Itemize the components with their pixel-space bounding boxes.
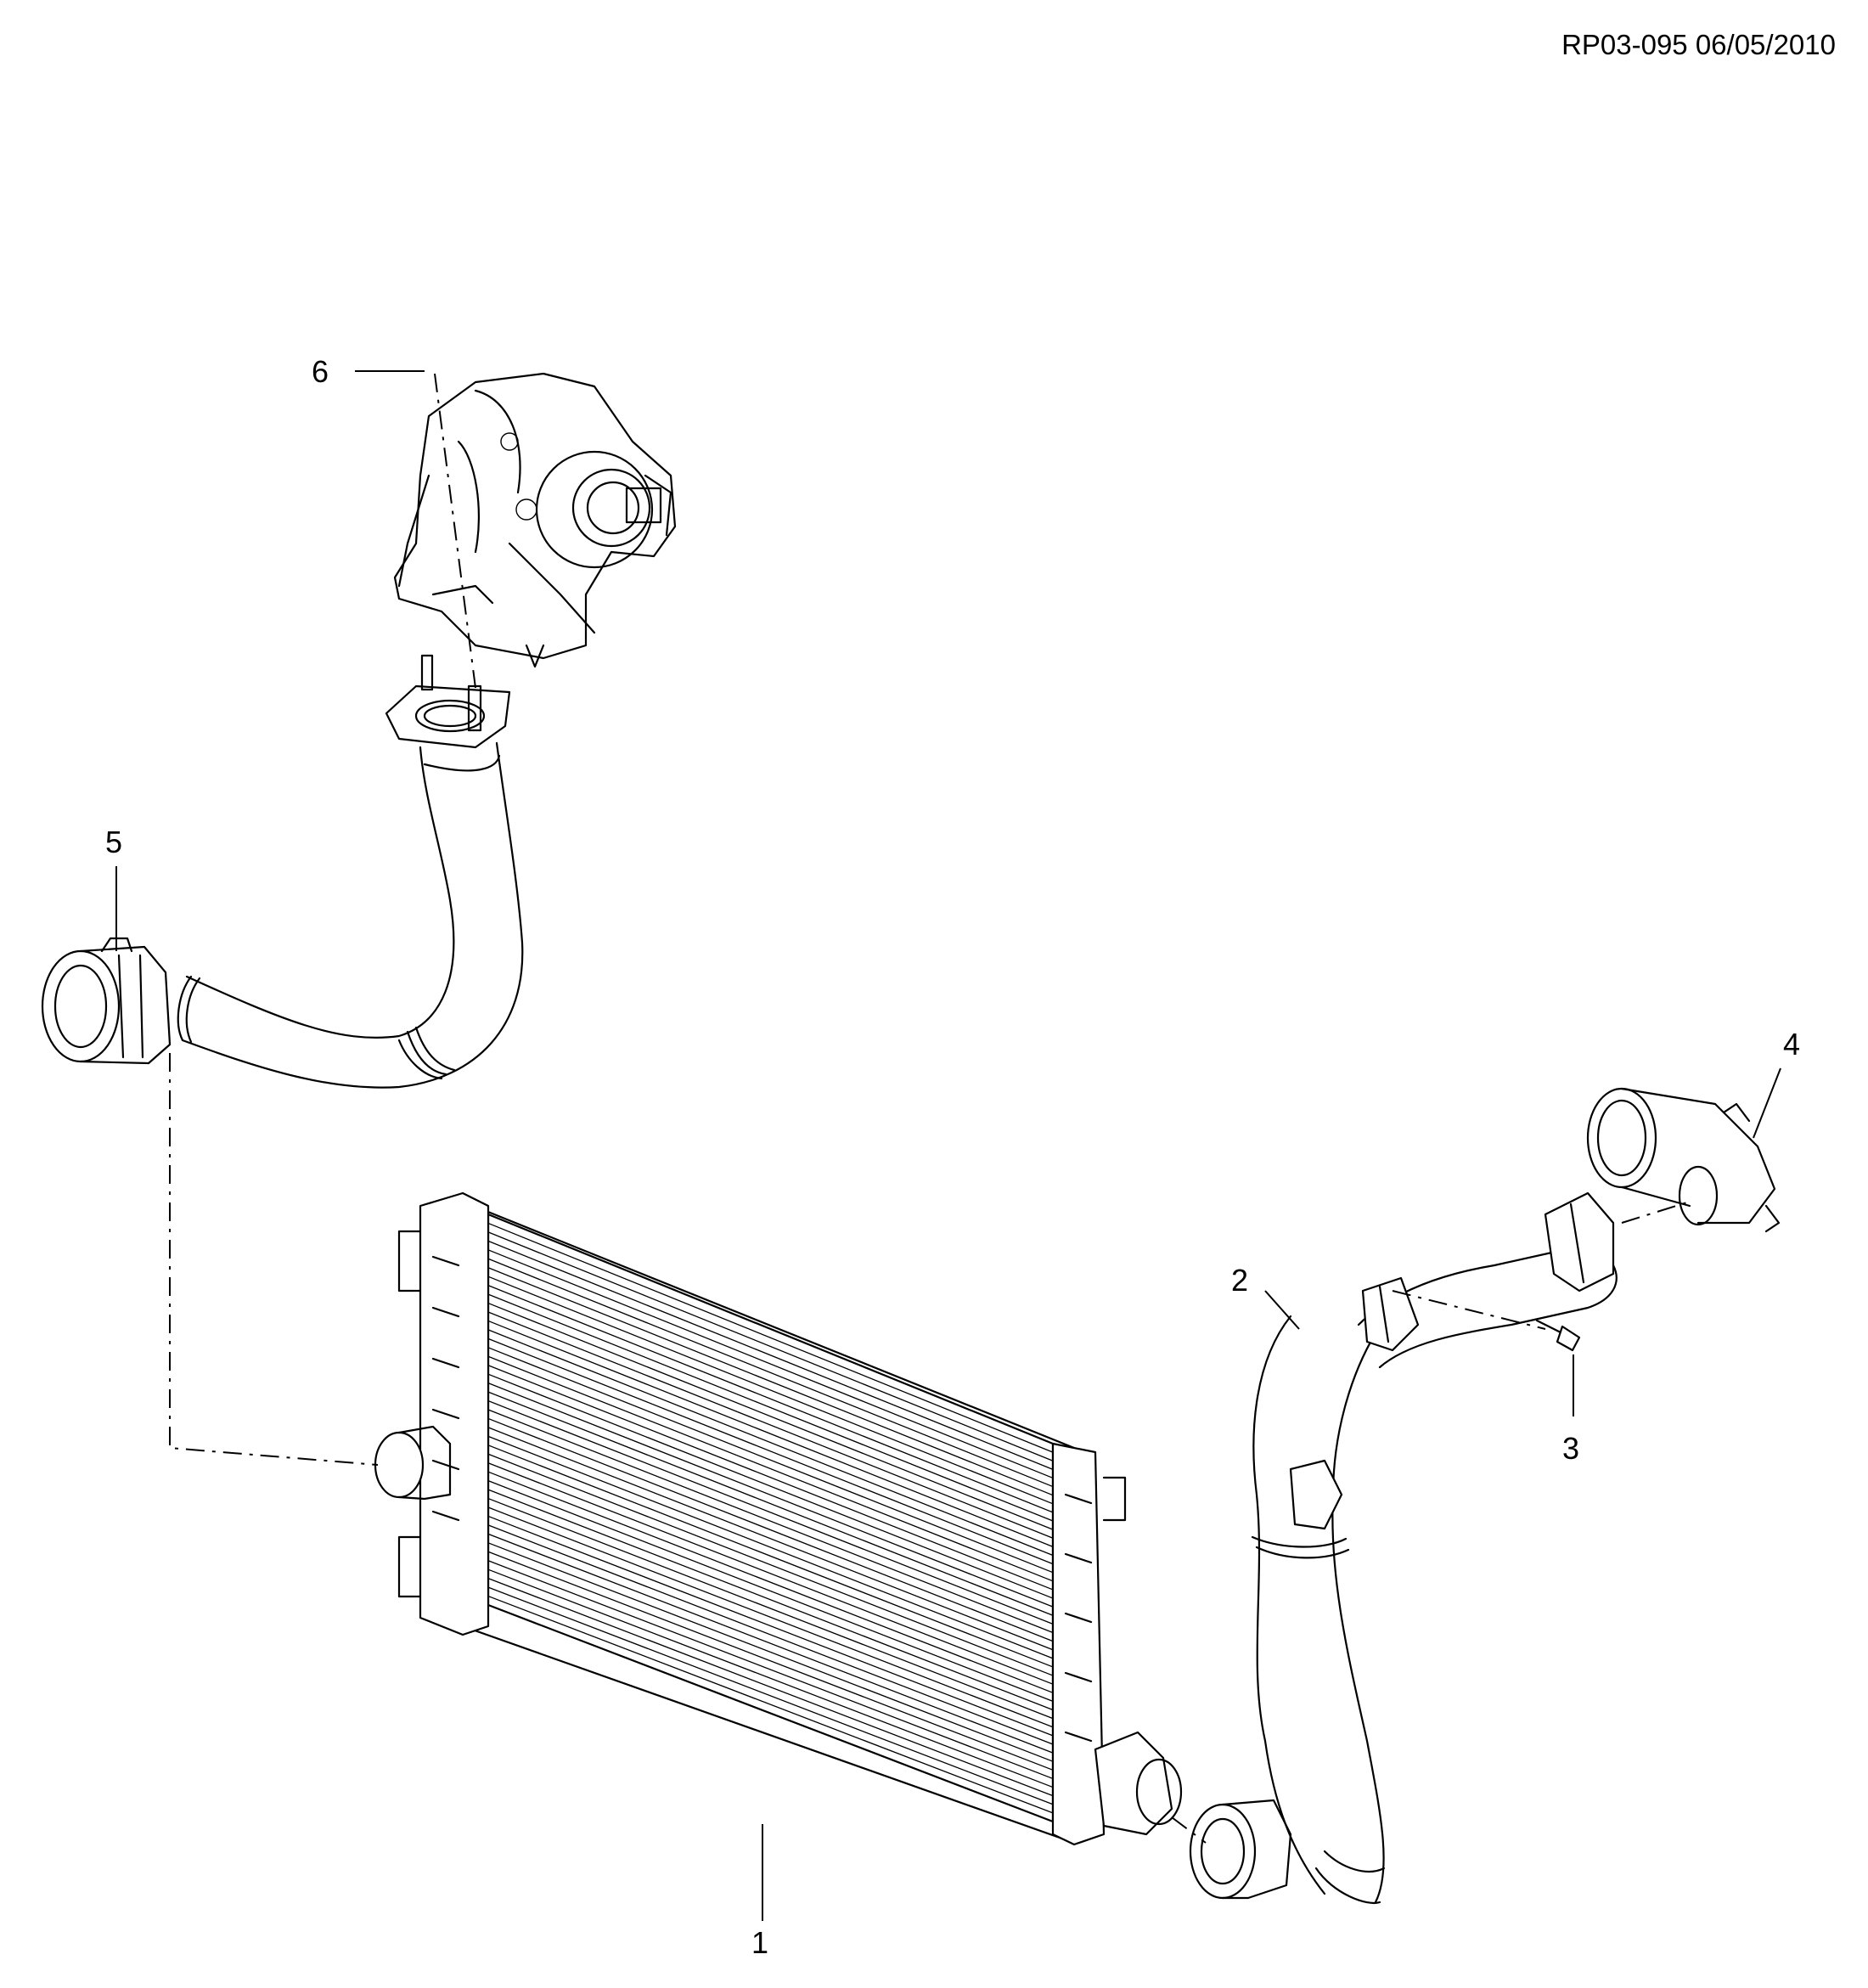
fin-line [487, 1445, 1054, 1668]
fin-line [487, 1515, 1054, 1737]
fin-line [487, 1302, 1054, 1530]
flange-gasket [385, 654, 511, 749]
fin-line [487, 1427, 1054, 1651]
fin-line [487, 1497, 1054, 1720]
upper-charge-air-hose [41, 741, 524, 1089]
fin-line [487, 1258, 1054, 1488]
fin-line [487, 1453, 1054, 1676]
fin-line [487, 1329, 1054, 1557]
fin-line [487, 1533, 1054, 1754]
fin-line [487, 1355, 1054, 1582]
fin-line [487, 1551, 1054, 1771]
intercooler-fins [487, 1222, 1054, 1814]
fin-line [487, 1568, 1054, 1788]
fin-line [487, 1409, 1054, 1634]
fin-line [487, 1542, 1054, 1762]
fin-line [487, 1560, 1054, 1780]
fin-line [487, 1578, 1054, 1797]
callout-3: 3 [1562, 1431, 1580, 1466]
fin-line [487, 1383, 1054, 1608]
fin-line [487, 1399, 1054, 1625]
fin-line [487, 1267, 1054, 1496]
fin-line [487, 1240, 1054, 1470]
assembly-lines [169, 373, 1691, 1844]
fin-line [487, 1338, 1054, 1565]
bolt [1535, 1319, 1581, 1352]
callout-5: 5 [105, 825, 123, 859]
fin-line [487, 1595, 1054, 1814]
fin-line [487, 1293, 1054, 1522]
fin-line [487, 1365, 1054, 1591]
fin-line [487, 1524, 1054, 1745]
fin-line [487, 1391, 1054, 1616]
callout-2: 2 [1231, 1263, 1249, 1298]
turbocharger [393, 372, 677, 668]
fin-line [487, 1489, 1054, 1711]
callout-1: 1 [751, 1925, 769, 1960]
fin-line [487, 1435, 1054, 1659]
fin-line [487, 1285, 1054, 1513]
fin-line [487, 1471, 1054, 1693]
fin-line [487, 1373, 1054, 1599]
callout-4: 4 [1783, 1027, 1801, 1062]
intercooler [374, 1191, 1183, 1846]
fin-line [487, 1347, 1054, 1574]
fin-line [487, 1231, 1054, 1461]
document-reference: RP03-095 06/05/2010 [1561, 29, 1836, 60]
leader-lines [115, 370, 1781, 1921]
fin-line [487, 1506, 1054, 1728]
fin-line [487, 1480, 1054, 1703]
fin-line [487, 1320, 1054, 1547]
fin-line [487, 1586, 1054, 1805]
air-inlet-duct [1586, 1087, 1781, 1233]
fin-line [487, 1276, 1054, 1505]
callout-6: 6 [312, 354, 329, 389]
fin-line [487, 1462, 1054, 1685]
fin-line [487, 1417, 1054, 1642]
lower-charge-air-hose [1189, 1191, 1618, 1905]
fin-line [487, 1249, 1054, 1479]
fin-line [487, 1311, 1054, 1539]
fin-line [487, 1222, 1054, 1453]
